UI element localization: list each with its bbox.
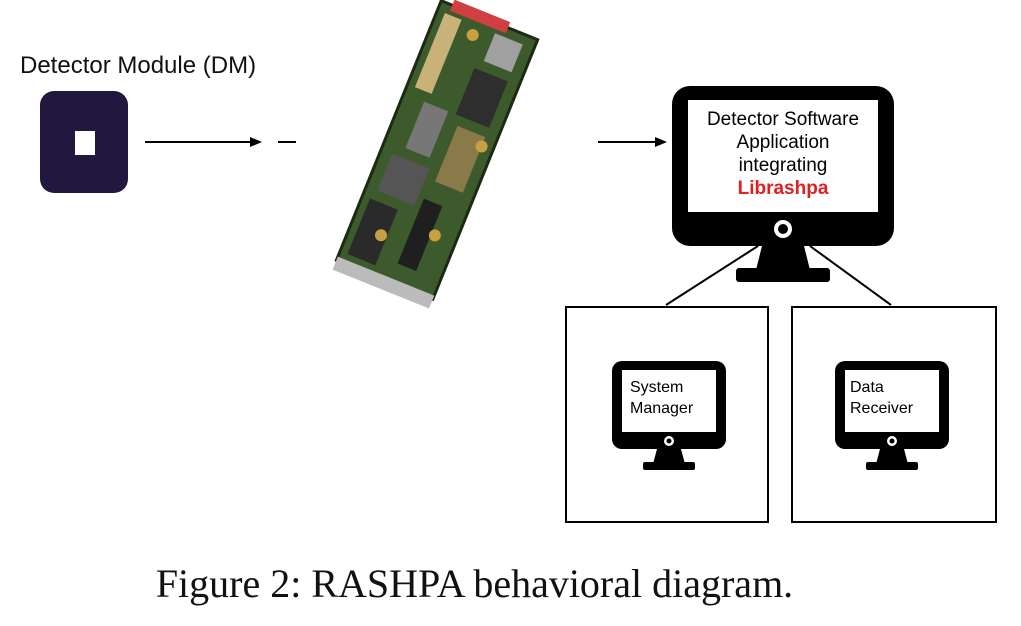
detector-module-icon (40, 91, 128, 193)
detector-module-label: Detector Module (DM) (20, 52, 257, 79)
figure-caption: Figure 2: RASHPA behavioral diagram. (0, 560, 1021, 607)
system-manager-text: System Manager (630, 377, 720, 419)
link-to-data-receiver (809, 245, 892, 306)
system-manager-line2: Manager (630, 400, 694, 417)
main-monitor-text: Detector Software Application integratin… (688, 108, 878, 200)
main-monitor-line2: Application (736, 132, 830, 153)
fpga-board-image (332, 0, 540, 309)
main-monitor-line1: Detector Software (706, 109, 860, 130)
main-monitor-icon (672, 86, 894, 282)
data-receiver-text: Data Receiver (850, 377, 940, 419)
detector-module-sensor (75, 131, 95, 155)
system-manager-line1: System (630, 379, 684, 396)
librashpa-label: Librashpa (737, 178, 829, 199)
main-monitor-line3: integrating (738, 155, 828, 176)
arrow-board-to-monitor (598, 137, 667, 147)
figure-caption-text: Figure 2: RASHPA behavioral diagram. (155, 561, 794, 606)
data-receiver-monitor-icon (835, 361, 949, 470)
system-manager-monitor-icon (612, 361, 726, 470)
data-receiver-line2: Receiver (850, 400, 914, 417)
arrow-dm-to-board (145, 137, 296, 147)
link-to-system-manager (665, 245, 759, 306)
data-receiver-line1: Data (850, 379, 884, 396)
